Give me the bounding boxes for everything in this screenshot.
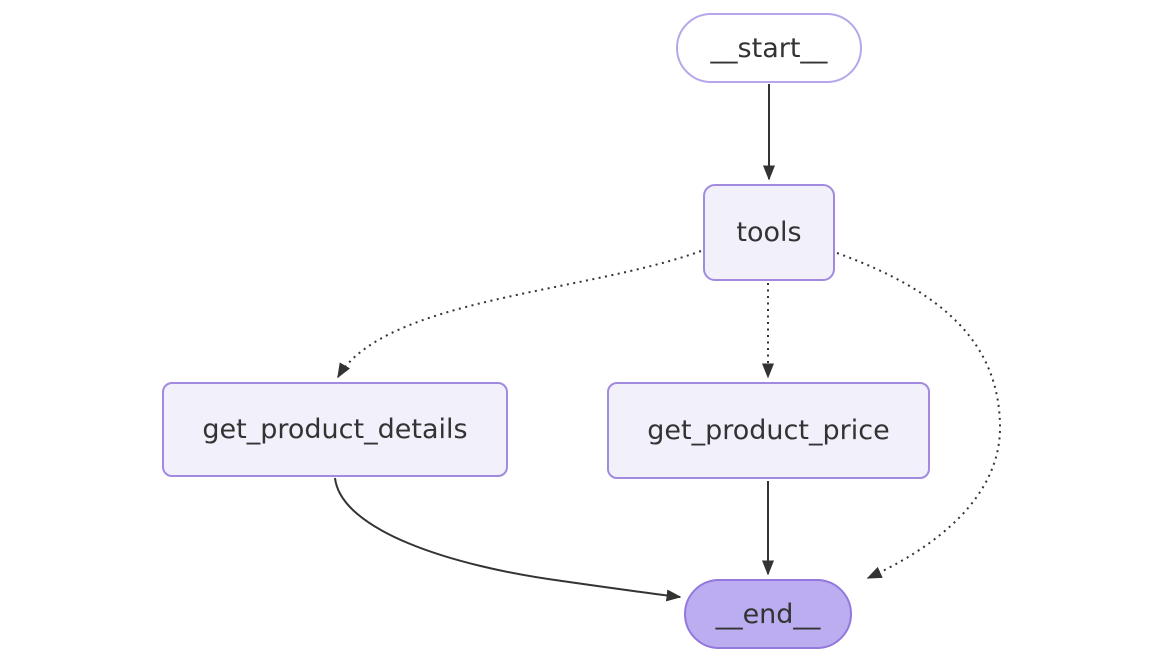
node-start-label: __start__ bbox=[710, 32, 828, 64]
node-get-product-details-label: get_product_details bbox=[202, 414, 468, 445]
edge-tools-to-get-product-details bbox=[337, 250, 702, 379]
node-end-label: __end__ bbox=[715, 598, 821, 630]
node-tools-label: tools bbox=[736, 217, 802, 248]
node-get-product-price: get_product_price bbox=[607, 382, 930, 479]
edge-get-product-details-to-end bbox=[334, 477, 682, 602]
node-get-product-details: get_product_details bbox=[162, 382, 508, 477]
node-end: __end__ bbox=[684, 579, 852, 649]
node-get-product-price-label: get_product_price bbox=[647, 415, 890, 446]
node-tools: tools bbox=[703, 184, 835, 281]
node-start: __start__ bbox=[676, 13, 862, 83]
